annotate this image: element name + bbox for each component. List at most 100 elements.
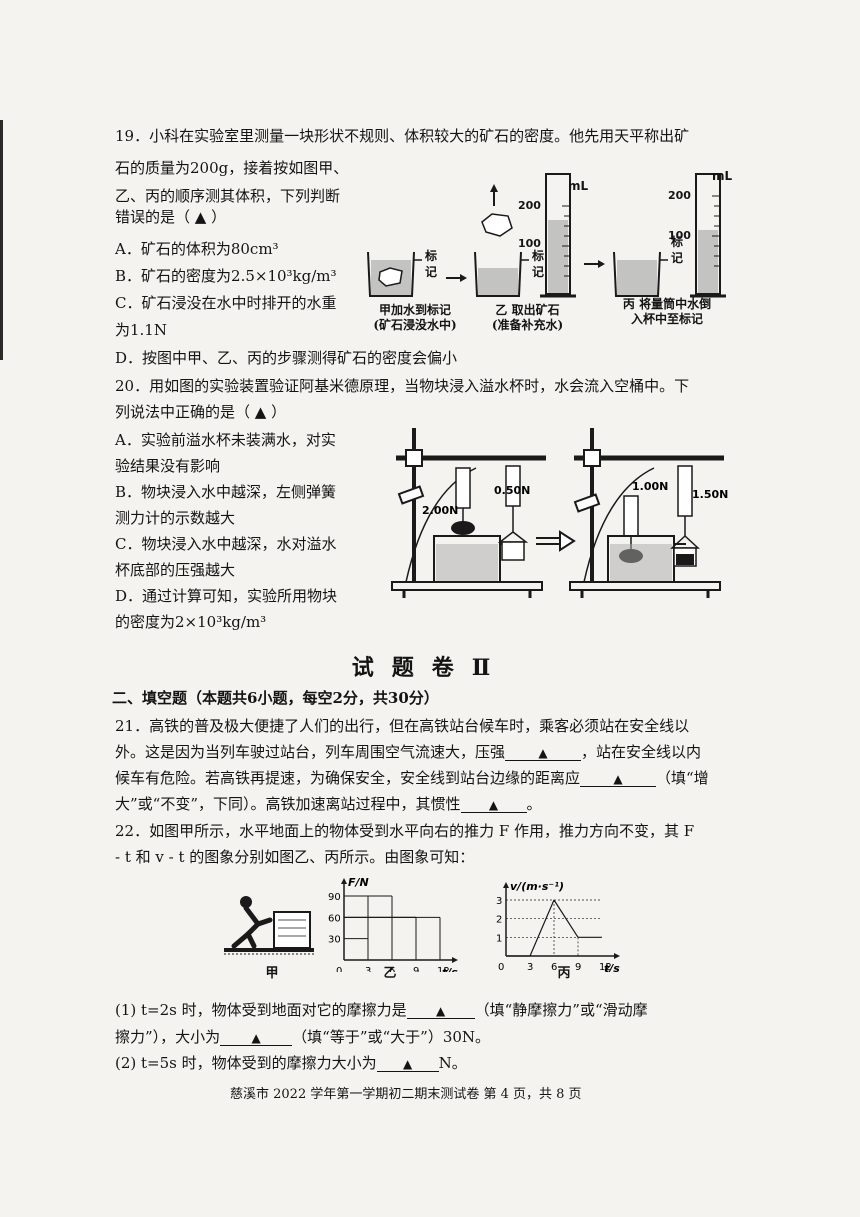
y-tick-label: 2: [496, 915, 502, 926]
block-left: [451, 521, 475, 535]
y-tick-label: 3: [496, 896, 502, 907]
box: [273, 911, 311, 949]
cylinder-2: [690, 173, 726, 298]
x-tick-label: 6: [551, 962, 557, 972]
q20-option-c-line2: 杯底部的压强越大: [115, 561, 236, 579]
q21-line3: 候车有危险。若高铁再提速，为确保安全，安全线到站台边缘的距离应▲（填“增: [115, 769, 709, 787]
q21-line4: 大”或“不变”，下同）。高铁加速离站过程中，其惯性▲。: [115, 795, 542, 813]
caption-yi-line1: 乙 取出矿石: [495, 303, 560, 317]
cylinder1-unit: mL: [568, 179, 589, 193]
pushing-figure: [224, 896, 314, 955]
mark-label-1: 标记: [424, 249, 437, 279]
q22-blank-1[interactable]: ▲: [406, 1004, 475, 1019]
q22-part1-line2: 擦力”），大小为▲（填“等于”或“大于”）30N。: [115, 1028, 491, 1046]
beaker-yi: [474, 251, 522, 297]
caption-yi: 乙: [383, 966, 397, 981]
q19-stem-line1: 19．小科在实验室里测量一块形状不规则、体积较大的矿石的密度。他先用天平称出矿: [115, 127, 690, 145]
y-tick-label: 60: [328, 913, 341, 924]
q20-stem-line1: 20．用如图的实验装置验证阿基米德原理，当物块浸入溢水杯时，水会流入空桶中。下: [115, 377, 690, 395]
q20-figure: 2.00N 0.50N 1.00N 1.50N: [391, 428, 728, 598]
y-axis-arrow: [341, 878, 347, 884]
x-tick-label: 9: [575, 962, 581, 972]
q21-line2: 外。这是因为当列车驶过站台，列车周围空气流速大，压强▲，站在安全线以内: [115, 743, 702, 761]
q20-option-b-line1: B．物块浸入水中越深，左侧弹簧: [115, 483, 337, 501]
x-tick-label: 6: [389, 966, 395, 972]
q20-option-c-line1: C．物块浸入水中越深，水对溢水: [115, 535, 337, 553]
page-footer: 慈溪市 2022 学年第一学期初二期末测试卷 第 4 页，共 8 页: [230, 1087, 582, 1102]
q19-figure: [367, 173, 726, 298]
cylinder-1: [540, 173, 576, 298]
caption-jia-line2: (矿石浸没水中): [373, 318, 457, 332]
q22-blank-3[interactable]: ▲: [376, 1057, 439, 1072]
q22-line1: 22．如图甲所示，水平地面上的物体受到水平向右的推力 F 作用，推力方向不变，其…: [115, 822, 695, 840]
left-reading-1: 2.00N: [422, 504, 458, 517]
y-tick-label: 30: [328, 935, 341, 946]
caption-bing: 丙: [557, 966, 571, 981]
f-t-chart: F/N t/s 0 3 6 9 12 30 60 90: [328, 876, 458, 972]
q21-blank-2[interactable]: ▲: [580, 772, 657, 787]
q19-stem-line4: 错误的是（ ▲ ）: [115, 208, 227, 226]
spring-scale-left: [455, 467, 471, 509]
q20-option-b-line2: 测力计的示数越大: [115, 509, 236, 527]
q21-line1: 21．高铁的普及极大便捷了人们的出行，但在高铁站台候车时，乘客必须站在安全线以: [115, 717, 690, 735]
cylinder2-200: 200: [668, 189, 691, 202]
ore-rock-lifted: [481, 213, 513, 237]
caption-bing-line1: 丙 将量筒中水倒: [622, 297, 712, 311]
origin-label: 0: [336, 966, 342, 972]
section-heading: 二、填空题（本题共6小题，每空2分，共30分）: [112, 689, 439, 707]
q20-stem-line2: 列说法中正确的是（ ▲ ）: [115, 403, 287, 421]
y-axis-label: F/N: [348, 876, 369, 889]
q19-option-c-line1: C．矿石浸没在水中时排开的水重: [115, 294, 337, 312]
origin-label: 0: [498, 962, 504, 972]
x-axis-arrow: [614, 953, 620, 959]
y-axis-arrow: [503, 882, 509, 888]
q19-option-d: D．按图中甲、乙、丙的步骤测得矿石的密度会偏小: [115, 349, 458, 367]
x-axis-arrow: [452, 957, 458, 963]
scan-edge: [0, 120, 3, 360]
caption-bing-line2: 入杯中至标记: [630, 312, 703, 326]
q20-option-d-line2: 的密度为2×10³kg/m³: [115, 613, 267, 631]
q19-option-a: A．矿石的体积为80cm³: [115, 240, 279, 258]
ore-rock: [378, 267, 403, 287]
x-tick-label: 12: [437, 966, 450, 972]
empty-bucket-left: [501, 541, 525, 561]
cylinder2-unit: mL: [712, 169, 733, 183]
x-axis-label: t/s: [442, 966, 458, 972]
q20-option-a-line1: A．实验前溢水杯未装满水，对实: [115, 431, 336, 449]
q19-stem-line3: 乙、丙的顺序测其体积，下列判断: [115, 187, 341, 205]
q21-blank-1[interactable]: ▲: [505, 746, 582, 761]
q22-blank-2[interactable]: ▲: [220, 1031, 293, 1046]
x-axis-label: t/s: [604, 962, 620, 972]
data-segment: [529, 899, 555, 957]
q22-line2: - t 和 v - t 的图象分别如图乙、丙所示。由图象可知：: [115, 848, 475, 866]
q20-option-d-line1: D．通过计算可知，实验所用物块: [115, 587, 338, 605]
q19-option-c-line2: 为1.1N: [115, 321, 167, 339]
x-tick-label: 9: [413, 966, 419, 972]
x-tick-label: 3: [527, 962, 533, 972]
beaker-jia: [367, 251, 415, 297]
overflow-cup-left: [433, 535, 501, 583]
stand-left: [391, 428, 546, 598]
cylinder2-100: 100: [668, 229, 691, 242]
q20-option-a-line2: 验结果没有影响: [115, 457, 221, 475]
caption-jia-line1: 甲加水到标记: [378, 303, 451, 317]
cylinder1-200: 200: [518, 199, 541, 212]
q21-blank-3[interactable]: ▲: [460, 798, 527, 813]
x-tick-label: 12: [599, 962, 612, 972]
x-tick-label: 3: [365, 966, 371, 972]
beaker-bing: [613, 251, 661, 297]
person-head: [240, 896, 252, 908]
y-tick-label: 90: [328, 892, 341, 903]
section-title: 试题卷Ⅱ: [351, 655, 509, 681]
caption-jia: 甲: [265, 966, 279, 981]
stand-right: [569, 428, 724, 598]
left-reading-2: 1.00N: [632, 480, 668, 493]
cylinder1-100: 100: [518, 237, 541, 250]
mark-label-2: 标记: [531, 249, 544, 279]
right-reading-2: 1.50N: [692, 488, 728, 501]
q22-part2: (2) t=5s 时，物体受到的摩擦力大小为▲N。: [115, 1054, 467, 1072]
q22-part1-line1: (1) t=2s 时，物体受到地面对它的摩擦力是▲（填“静摩擦力”或“滑动摩: [115, 1001, 648, 1019]
y-axis-label: v/(m·s⁻¹): [510, 880, 564, 893]
mark-label-3: 标记: [670, 235, 683, 265]
